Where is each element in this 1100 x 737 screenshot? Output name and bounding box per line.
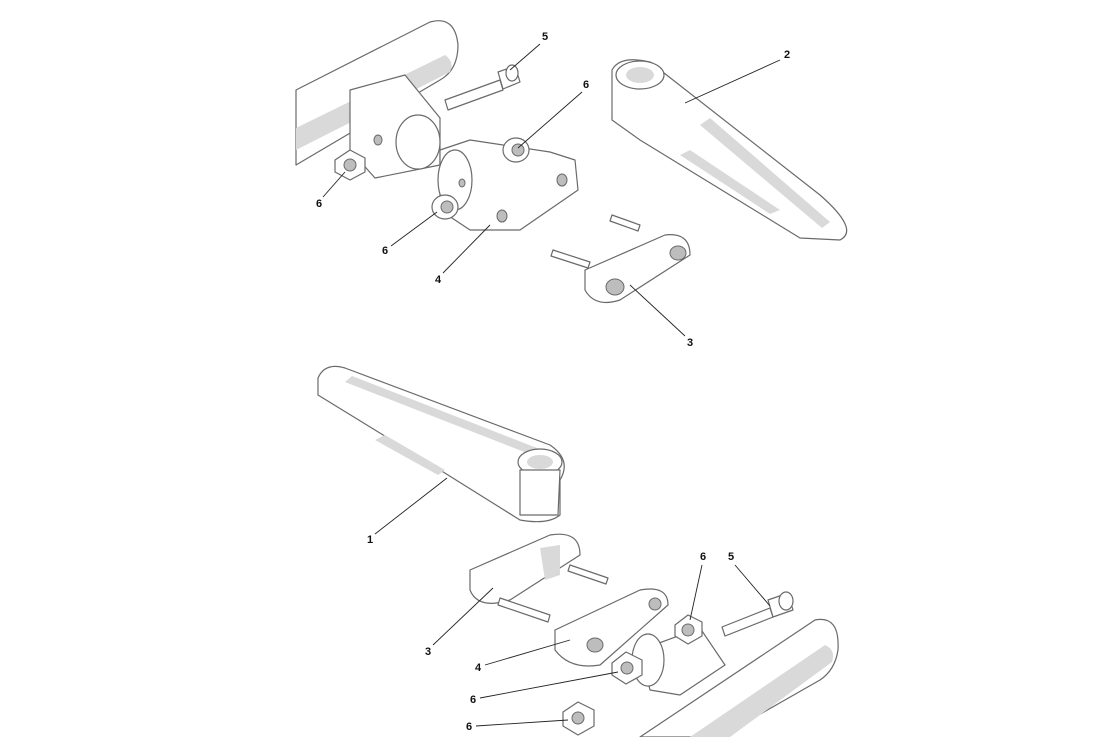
upper-frame-tube — [295, 20, 459, 179]
upper-footpeg — [611, 59, 848, 241]
lower-clamp — [554, 588, 669, 667]
callouts-upper: 5 6 2 6 6 4 3 — [316, 31, 790, 349]
lower-footpeg — [317, 365, 565, 523]
callout-label: 6 — [316, 198, 322, 210]
callout-label: 3 — [687, 337, 693, 349]
callout-label: 6 — [700, 551, 706, 563]
callouts-lower: 1 6 5 3 4 6 6 — [367, 477, 771, 733]
callout-label: 2 — [784, 49, 790, 61]
callout-label: 3 — [425, 646, 431, 658]
callout-label: 6 — [466, 721, 472, 733]
callout-label: 4 — [475, 662, 482, 674]
callout-label: 6 — [583, 79, 589, 91]
callout-label: 4 — [435, 274, 442, 286]
callout-label: 1 — [367, 534, 373, 546]
upper-bolt — [444, 64, 521, 111]
upper-pin-bracket — [550, 214, 691, 303]
upper-nuts — [334, 137, 530, 220]
lower-bolt — [721, 591, 794, 637]
callout-label: 5 — [542, 31, 548, 43]
lower-pin-bracket — [469, 533, 609, 623]
callout-label: 6 — [382, 245, 388, 257]
callout-label: 5 — [728, 551, 734, 563]
lower-nuts — [562, 614, 703, 736]
lower-frame-tube — [631, 618, 839, 737]
callout-label: 6 — [470, 694, 476, 706]
upper-clamp — [437, 139, 579, 231]
